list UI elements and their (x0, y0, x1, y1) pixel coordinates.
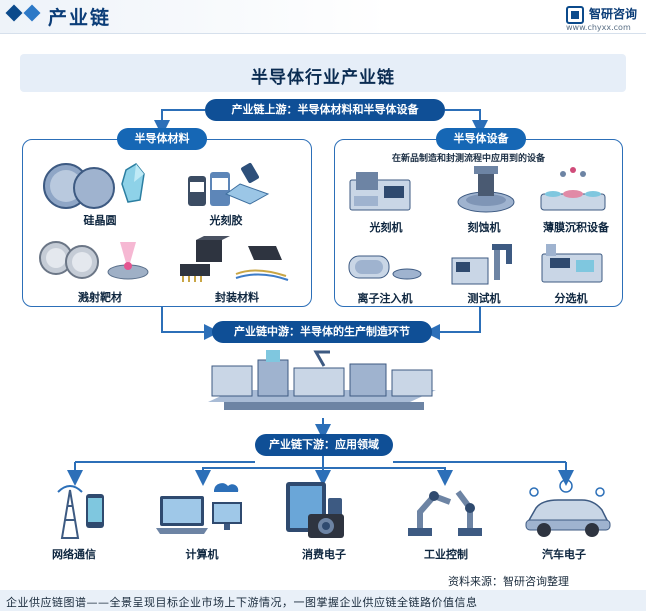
computer-icon (156, 483, 242, 534)
upstream-label: 产业链上游：半导体材料和半导体设备 (205, 99, 445, 121)
industrial-robot-icon (408, 490, 482, 536)
packaging-material-icon (180, 236, 289, 282)
material-caption: 溅射靶材 (78, 291, 122, 304)
header-title: 产业链 (48, 7, 112, 29)
downstream-label: 产业链下游：应用领域 (255, 434, 393, 456)
application-caption: 计算机 (185, 548, 219, 561)
arrow-equipment-to-mid (424, 306, 481, 340)
equipment-caption: 光刻机 (369, 221, 403, 234)
application-caption: 汽车电子 (542, 548, 586, 561)
deposition-equipment-icon (540, 167, 606, 211)
material-caption: 光刻胶 (209, 214, 243, 227)
consumer-electronics-icon (286, 482, 344, 538)
material-caption: 封装材料 (215, 291, 259, 304)
brand-name: 智研咨询 (589, 7, 638, 21)
source-note: 资料来源：智研咨询整理 (448, 575, 569, 588)
material-caption: 硅晶圆 (83, 214, 117, 227)
equipment-note: 在新品制造和封测流程中应用到的设备 (392, 154, 546, 164)
equipment-caption: 测试机 (467, 292, 501, 305)
footer-tagline: 企业供应链图谱——全景呈现目标企业市场上下游情况，一图掌握企业供应链全链路价值信… (6, 596, 478, 609)
application-caption: 消费电子 (302, 548, 346, 561)
ion-implanter-icon (348, 255, 422, 280)
arrow-to-materials (154, 109, 205, 136)
photoresist-icon (188, 162, 270, 206)
equipment-caption: 离子注入机 (357, 292, 413, 305)
materials-label: 半导体材料 (117, 128, 207, 150)
lithography-machine-icon (349, 172, 411, 211)
application-caption: 网络通信 (52, 548, 96, 561)
brand-logo-icon (566, 6, 584, 24)
brand-url: www.chyxx.com (566, 23, 631, 32)
application-caption: 工业控制 (424, 548, 468, 561)
sputtering-target-icon (39, 241, 149, 280)
production-line-icon (208, 350, 436, 410)
arrow-materials-to-mid (161, 306, 220, 340)
arrow-to-equipment (445, 109, 488, 136)
midstream-label: 产业链中游：半导体的生产制造环节 (212, 321, 432, 343)
equipment-caption: 薄膜沉积设备 (543, 221, 609, 234)
test-machine-icon (451, 244, 512, 285)
main-title: 半导体行业产业链 (251, 68, 395, 88)
sorting-machine-icon (541, 244, 603, 283)
equipment-label: 半导体设备 (436, 128, 526, 150)
page-header: 产业链 智研咨询 www.chyxx.com (0, 0, 646, 34)
automotive-car-icon (525, 479, 611, 537)
equipment-caption: 分选机 (554, 292, 588, 305)
footer-band (0, 590, 646, 611)
equipment-caption: 刻蚀机 (467, 221, 501, 234)
main-title-band: 半导体行业产业链 (20, 54, 626, 92)
silicon-wafer-icon (43, 163, 145, 209)
etching-machine-icon (457, 166, 515, 213)
network-tower-icon (57, 485, 104, 539)
